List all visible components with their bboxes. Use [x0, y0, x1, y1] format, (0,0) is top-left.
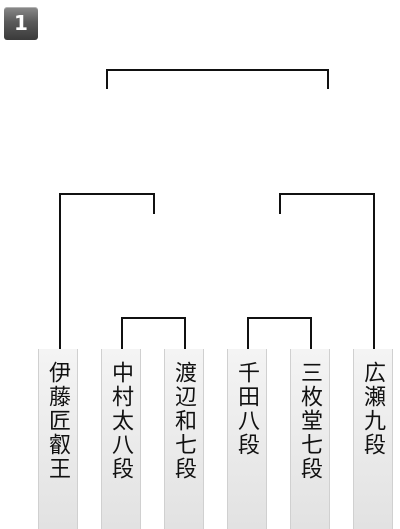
- player-name: 広瀬九段: [360, 361, 385, 457]
- player-name: 渡辺和七段: [171, 361, 196, 481]
- player-slot-3: 渡辺和七段: [164, 349, 204, 529]
- player-slot-1: 伊藤匠叡王: [38, 349, 78, 529]
- player-slot-6: 広瀬九段: [353, 349, 393, 529]
- player-slot-4: 千田八段: [227, 349, 267, 529]
- block-number-badge: 1: [4, 7, 38, 40]
- player-slot-5: 三枚堂七段: [290, 349, 330, 529]
- player-name: 千田八段: [234, 361, 259, 457]
- player-slot-2: 中村太八段: [101, 349, 141, 529]
- player-name: 三枚堂七段: [297, 361, 322, 481]
- player-name: 伊藤匠叡王: [45, 361, 70, 481]
- player-name: 中村太八段: [108, 361, 133, 481]
